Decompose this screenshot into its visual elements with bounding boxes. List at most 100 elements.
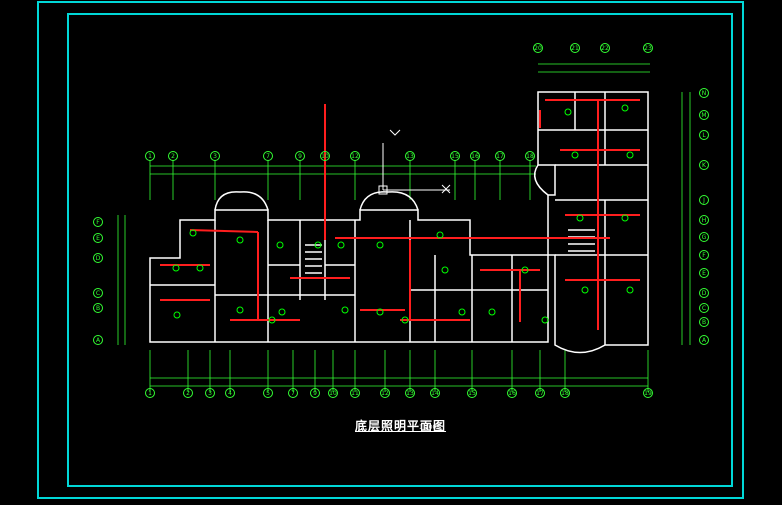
dimension-lines (117, 63, 691, 392)
grid-top-12-label: 12 (351, 153, 359, 160)
grid-top-7-label: 7 (266, 153, 270, 160)
grid-right-C-bubble (699, 303, 709, 313)
grid-left-C-bubble (93, 288, 103, 298)
grid-top-2-bubble (168, 151, 178, 161)
grid-bottom-3-bubble (205, 388, 215, 398)
grid-bottom-10-bubble (328, 388, 338, 398)
grid-left-F-bubble (93, 217, 103, 227)
grid-bottom-18-label: 18 (561, 390, 569, 397)
grid-bottom-12-bubble (380, 388, 390, 398)
grid-top-9-label: 9 (298, 153, 302, 160)
grid-wing-20-bubble (533, 43, 543, 53)
grid-bottom-16-label: 16 (508, 390, 516, 397)
grid-bottom-1-label: 1 (148, 390, 152, 397)
grid-bottom-1-bubble (145, 388, 155, 398)
grid-bottom-19-label: 19 (644, 390, 652, 397)
grid-top-16-label: 16 (471, 153, 479, 160)
grid-wing-23-bubble (643, 43, 653, 53)
drawing-title: 底层照明平面图 (355, 419, 447, 433)
grid-wing-21-bubble (570, 43, 580, 53)
grid-top-18-label: 18 (526, 153, 534, 160)
grid-right-N-bubble (699, 88, 709, 98)
grid-right-M-bubble (699, 110, 709, 120)
light-fixtures (172, 104, 634, 324)
grid-right-G-label: G (702, 234, 707, 241)
grid-right-E-bubble (699, 268, 709, 278)
grid-bottom-18-bubble (560, 388, 570, 398)
grid-top-1-label: 1 (148, 153, 152, 160)
grid-top-3-label: 3 (213, 153, 217, 160)
grid-right-C-label: C (702, 305, 706, 312)
grid-right-K-label: K (702, 162, 707, 169)
grid-left-D-bubble (93, 253, 103, 263)
grid-bottom-10-label: 10 (329, 390, 337, 397)
grid-bottom-5-bubble (263, 388, 273, 398)
grid-left-A-bubble (93, 335, 103, 345)
grid-right-L-bubble (699, 130, 709, 140)
grid-bottom-19-bubble (643, 388, 653, 398)
grid-bottom-15-bubble (467, 388, 477, 398)
grid-bottom-12-label: 12 (381, 390, 389, 397)
grid-right-A-bubble (699, 335, 709, 345)
grid-bottom-16-bubble (507, 388, 517, 398)
grid-top-15-label: 15 (451, 153, 459, 160)
grid-bottom-11-bubble (350, 388, 360, 398)
grid-wing-22-label: 22 (601, 45, 609, 52)
grid-left-E-bubble (93, 233, 103, 243)
grid-right-G-bubble (699, 232, 709, 242)
grid-top-10-label: 10 (321, 153, 329, 160)
grid-left-C-label: C (96, 290, 100, 297)
grid-bottom-2-label: 2 (186, 390, 190, 397)
grid-right-H-bubble (699, 215, 709, 225)
grid-top-3-bubble (210, 151, 220, 161)
grid-left-F-label: F (96, 219, 100, 226)
grid-bottom-14-bubble (430, 388, 440, 398)
grid-bottom-4-label: 4 (228, 390, 232, 397)
grid-bottom-3-label: 3 (208, 390, 212, 397)
grid-bottom-17-label: 17 (536, 390, 544, 397)
grid-bottom-2-bubble (183, 388, 193, 398)
grid-bottom-13-label: 13 (406, 390, 414, 397)
grid-bottom-4-bubble (225, 388, 235, 398)
grid-right-M-label: M (701, 112, 706, 119)
grid-bottom-9-label: 9 (313, 390, 317, 397)
grid-top-13-label: 13 (406, 153, 414, 160)
grid-right-B-label: B (702, 319, 706, 326)
grid-right-K-bubble (699, 160, 709, 170)
grid-bottom-5-label: 5 (266, 390, 270, 397)
grid-left-B-label: B (96, 305, 100, 312)
grid-top-15-bubble (450, 151, 460, 161)
grid-top-13-bubble (405, 151, 415, 161)
north-reference-marker (378, 129, 451, 195)
lighting-wiring (160, 99, 640, 330)
grid-bottom-17-bubble (535, 388, 545, 398)
grid-left-D-label: D (96, 255, 101, 262)
grid-bottom-13-bubble (405, 388, 415, 398)
grid-left-B-bubble (93, 303, 103, 313)
drawing-scale: 1:100 (419, 424, 437, 431)
grid-wing-20-label: 20 (534, 45, 542, 52)
grid-top-18-bubble (525, 151, 535, 161)
grid-right-D-label: D (702, 290, 707, 297)
grid-wing-23-label: 23 (644, 45, 652, 52)
grid-top-17-label: 17 (496, 153, 504, 160)
outer-frame (37, 1, 744, 499)
grid-right-B-bubble (699, 317, 709, 327)
grid-right-A-label: A (702, 337, 707, 344)
inner-frame (67, 13, 733, 487)
grid-wing-21-label: 21 (571, 45, 579, 52)
grid-bottom-7-bubble (288, 388, 298, 398)
grid-left-E-label: E (96, 235, 100, 242)
grid-bottom-15-label: 15 (468, 390, 476, 397)
grid-top-1-bubble (145, 151, 155, 161)
grid-right-F-label: F (702, 252, 706, 259)
grid-top-7-bubble (263, 151, 273, 161)
grid-right-F-bubble (699, 250, 709, 260)
grid-bottom-9-bubble (310, 388, 320, 398)
grid-right-N-label: N (702, 90, 707, 97)
grid-right-H-label: H (702, 217, 707, 224)
grid-top-16-bubble (470, 151, 480, 161)
grid-wing-22-bubble (600, 43, 610, 53)
